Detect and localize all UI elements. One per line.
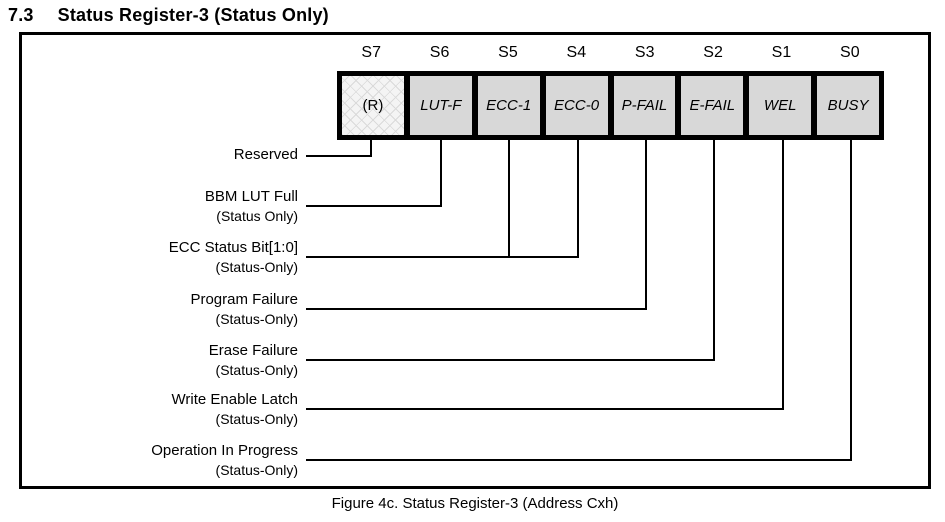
bit-index-s0: S0 xyxy=(840,44,860,61)
connector-vline-s0 xyxy=(850,140,852,461)
connector-hline-operation-in-progress xyxy=(306,459,852,461)
connector-vline-s7 xyxy=(370,140,372,157)
register-cell-s3-pfail: P-FAIL xyxy=(610,73,679,138)
signal-label-reserved: Reserved xyxy=(234,147,298,163)
signal-qualifier: (Status-Only) xyxy=(215,411,298,427)
signal-label-program-failure: Program Failure (Status-Only) xyxy=(190,292,298,327)
bit-index-s1: S1 xyxy=(771,44,792,61)
section-heading: 7.3 Status Register-3 (Status Only) xyxy=(8,5,329,26)
section-number: 7.3 xyxy=(8,5,34,25)
signal-qualifier: (Status Only) xyxy=(216,208,298,224)
signal-qualifier: (Status-Only) xyxy=(215,311,298,327)
register-cell-s5-ecc1: ECC-1 xyxy=(474,73,543,138)
signal-label-erase-failure: Erase Failure (Status-Only) xyxy=(209,343,298,378)
register-cell-s7-reserved: (R) xyxy=(339,73,407,138)
connector-hline-bbm-lut-full xyxy=(306,205,442,207)
register-cell-s1-wel: WEL xyxy=(746,73,815,138)
signal-name: Erase Failure xyxy=(208,342,298,359)
connector-hline-write-enable-latch xyxy=(306,408,784,410)
connector-hline-erase-failure xyxy=(306,359,715,361)
register-cell-s4-ecc0: ECC-0 xyxy=(542,73,611,138)
figure-caption: Figure 4c. Status Register-3 (Address Cx… xyxy=(331,495,619,512)
connector-vline-s3 xyxy=(645,140,647,310)
signal-label-ecc-status-bit: ECC Status Bit[1:0] (Status-Only) xyxy=(169,240,298,275)
section-title: Status Register-3 (Status Only) xyxy=(57,5,329,25)
bit-index-s3: S3 xyxy=(634,44,655,61)
connector-hline-reserved xyxy=(306,155,372,157)
signal-label-operation-in-progress: Operation In Progress (Status-Only) xyxy=(151,443,298,478)
bit-index-s2: S2 xyxy=(703,44,723,61)
signal-label-bbm-lut-full: BBM LUT Full (Status Only) xyxy=(205,189,298,224)
connector-vline-s5 xyxy=(508,140,510,258)
bit-index-s7: S7 xyxy=(361,44,381,61)
connector-vline-s6 xyxy=(440,140,442,207)
register-cell-s0-busy: BUSY xyxy=(814,73,882,138)
connector-hline-program-failure xyxy=(306,308,647,310)
connector-vline-s2 xyxy=(713,140,715,361)
signal-qualifier: (Status-Only) xyxy=(215,259,298,275)
bit-index-s6: S6 xyxy=(429,44,450,61)
register-bitfield: (R) LUT-F ECC-1 ECC-0 P-FAIL E-FAIL WEL … xyxy=(337,71,884,140)
register-cell-s2-efail: E-FAIL xyxy=(678,73,747,138)
signal-name: Program Failure xyxy=(190,291,298,308)
signal-name: BBM LUT Full xyxy=(204,188,298,205)
signal-name: ECC Status Bit[1:0] xyxy=(168,239,298,256)
bit-index-row: S7 S6 S5 S4 S3 S2 S1 S0 xyxy=(337,44,884,62)
signal-qualifier: (Status-Only) xyxy=(215,462,298,478)
connector-vline-s1 xyxy=(782,140,784,410)
signal-name: Reserved xyxy=(233,146,298,163)
signal-name: Operation In Progress xyxy=(151,442,298,459)
signal-qualifier: (Status-Only) xyxy=(215,362,298,378)
signal-name: Write Enable Latch xyxy=(171,391,298,408)
signal-label-write-enable-latch: Write Enable Latch (Status-Only) xyxy=(172,392,298,427)
bit-index-s4: S4 xyxy=(566,44,587,61)
connector-hline-ecc-status xyxy=(306,256,579,258)
register-cell-s6-lutf: LUT-F xyxy=(406,73,475,138)
bit-index-s5: S5 xyxy=(498,44,518,61)
connector-vline-s4 xyxy=(577,140,579,258)
